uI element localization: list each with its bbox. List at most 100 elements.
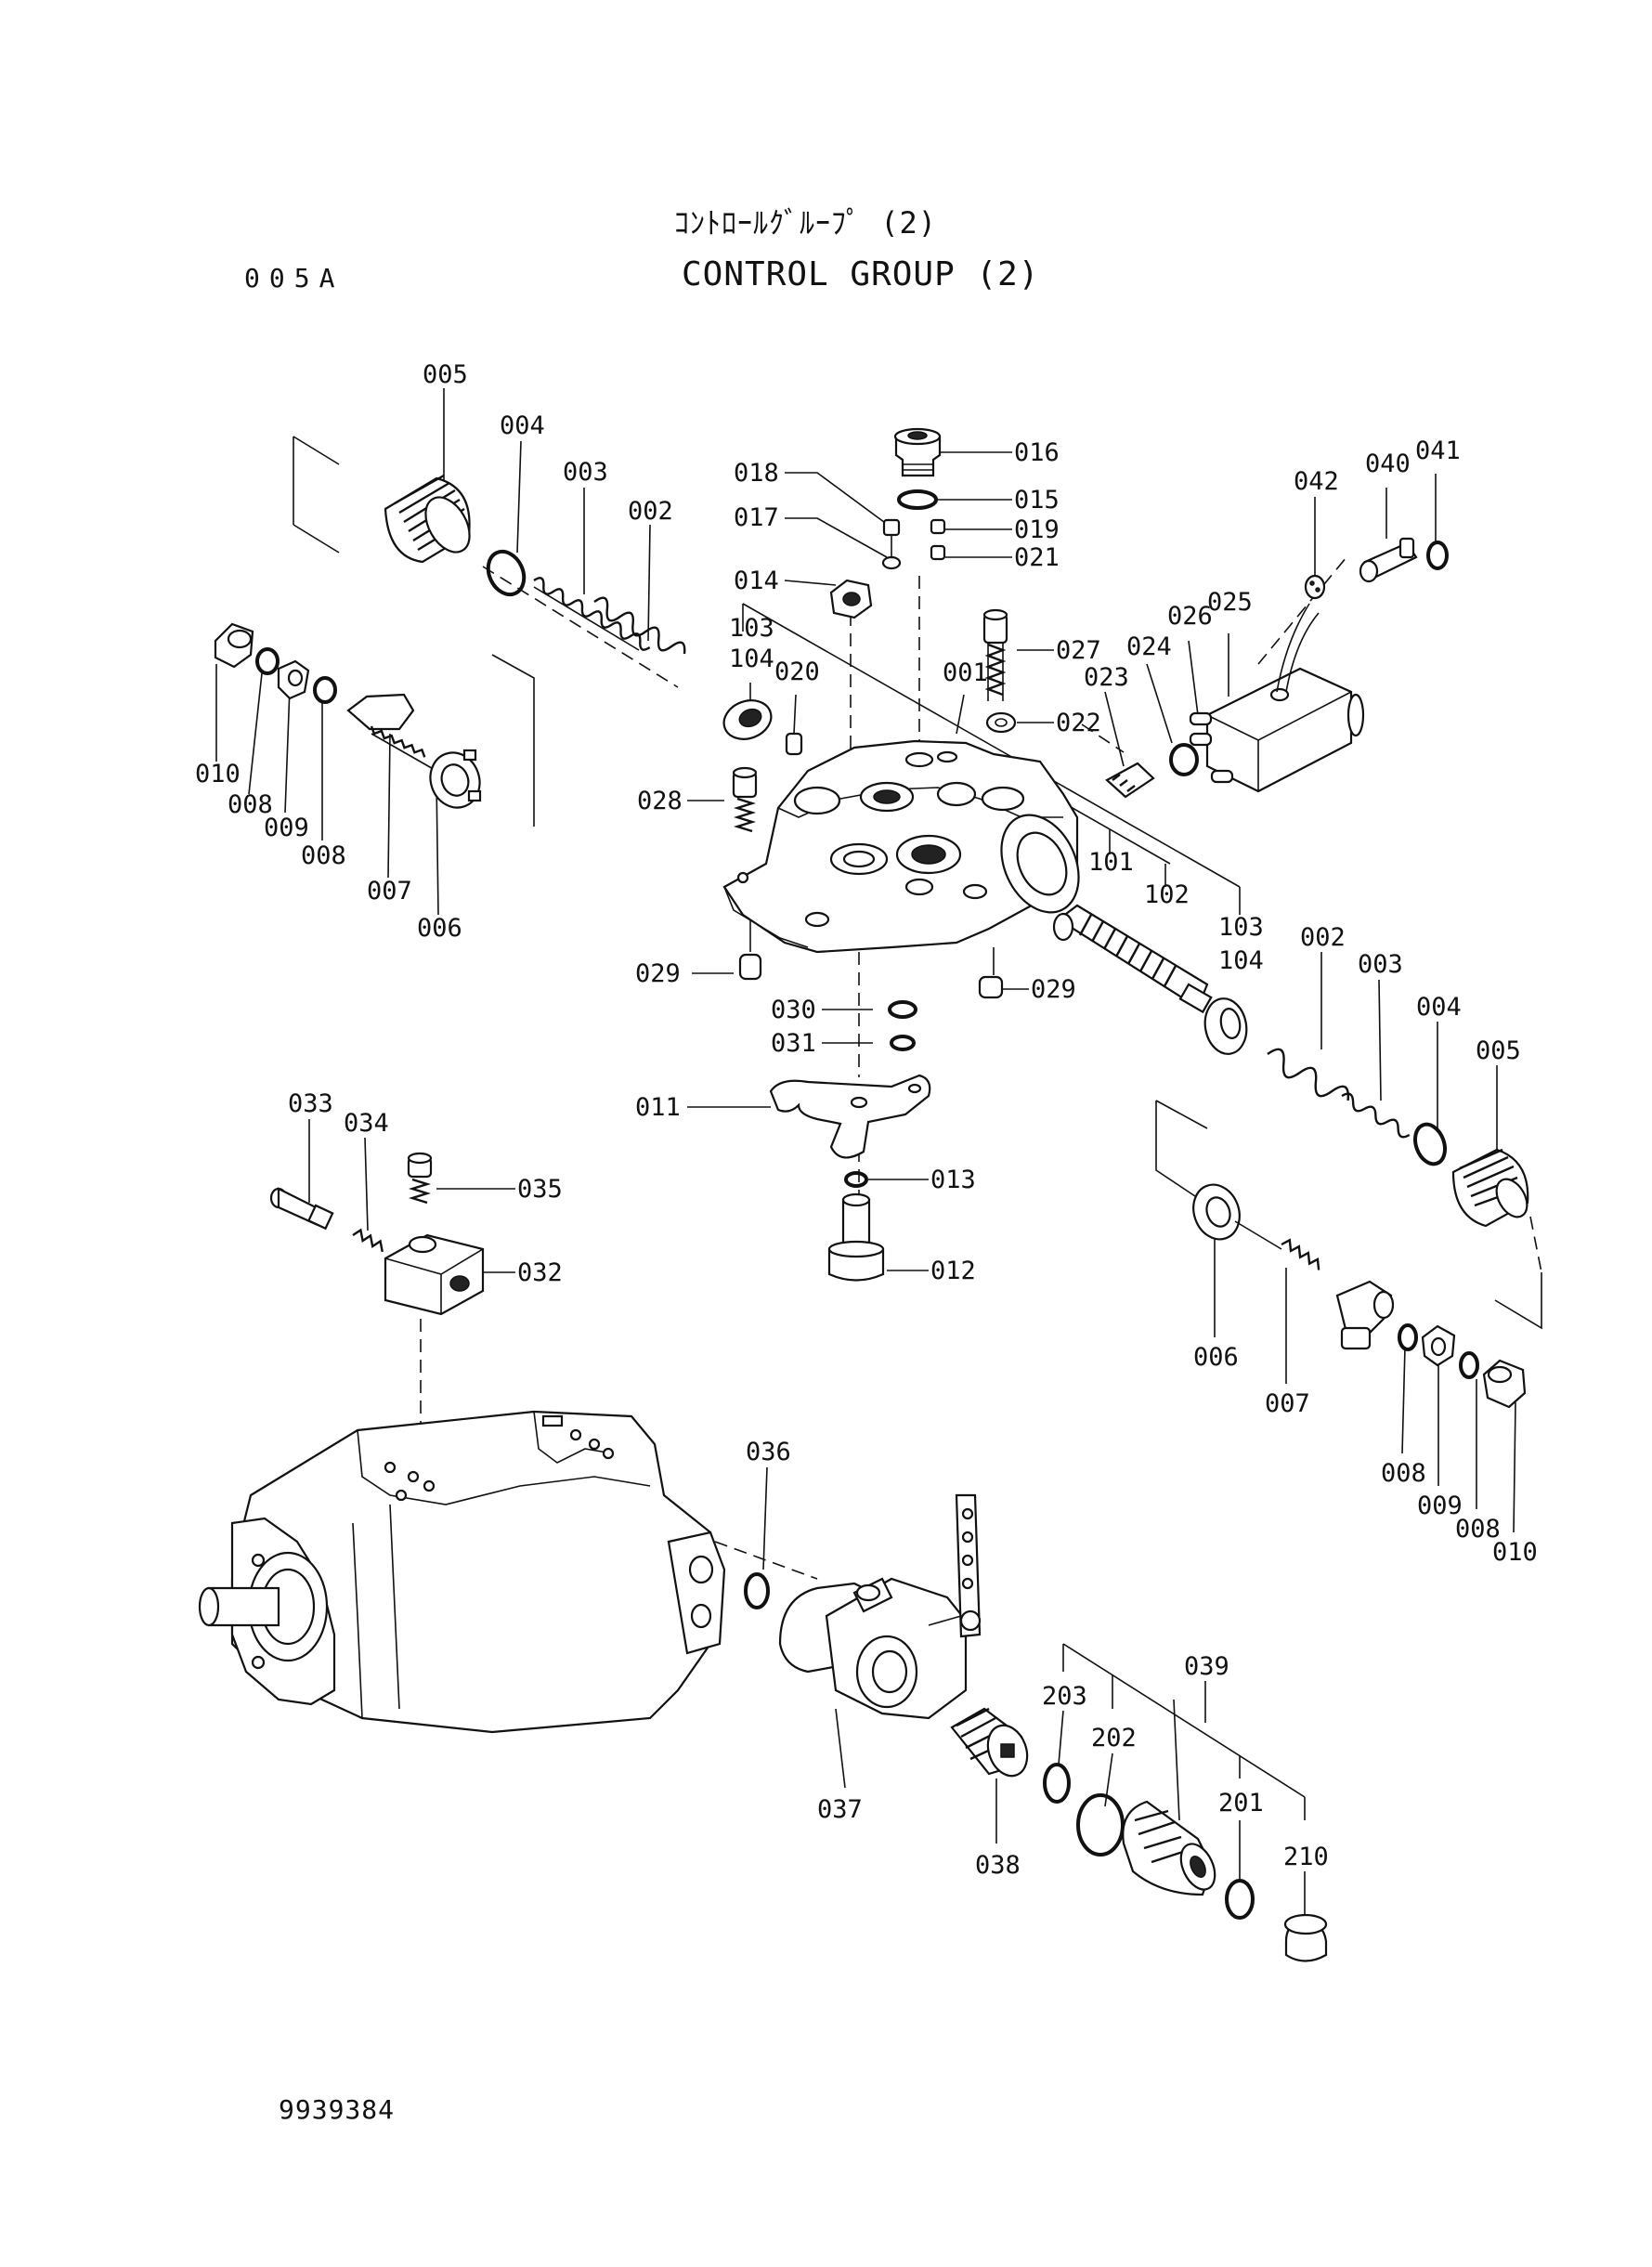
o-ring-008-left-b xyxy=(313,676,337,704)
callout-042: 042 xyxy=(1294,467,1339,496)
callout-102: 102 xyxy=(1144,880,1190,909)
pump-housing xyxy=(198,1410,726,1734)
washer-022 xyxy=(985,711,1017,734)
callout-011: 011 xyxy=(635,1093,681,1122)
pin-020 xyxy=(785,732,803,756)
callout-008-right-a: 008 xyxy=(1381,1459,1426,1488)
callout-021: 021 xyxy=(1014,543,1060,572)
spring-003-right xyxy=(1341,1092,1411,1139)
o-ring-004-right xyxy=(1413,1122,1447,1166)
callout-103-top: 103 xyxy=(729,614,774,643)
socket-bolt-027 xyxy=(982,608,1008,701)
callout-035: 035 xyxy=(517,1175,563,1204)
o-ring-024 xyxy=(1169,743,1199,776)
callout-004-right: 004 xyxy=(1416,993,1462,1022)
body-001 xyxy=(722,739,1080,954)
callout-012: 012 xyxy=(930,1257,976,1285)
callout-006-right: 006 xyxy=(1193,1343,1239,1372)
washer-103-104-right xyxy=(1203,997,1248,1055)
drawing-number: 9939384 xyxy=(279,2094,396,2125)
regulator-037 xyxy=(778,1493,982,1720)
washer-017 xyxy=(881,555,902,570)
callout-104-top: 104 xyxy=(729,645,774,673)
plug-005-right xyxy=(1451,1148,1529,1228)
plate-011 xyxy=(769,1074,931,1159)
callout-004-top: 004 xyxy=(500,411,545,440)
cap-nut-010-right xyxy=(1482,1359,1527,1409)
callout-023: 023 xyxy=(1084,663,1129,692)
callout-030: 030 xyxy=(771,996,816,1024)
callout-104-right: 104 xyxy=(1218,946,1264,975)
assembly-axis-lines xyxy=(293,436,1542,1580)
callout-013: 013 xyxy=(930,1166,976,1194)
bolt-035 xyxy=(407,1152,433,1205)
callout-201: 201 xyxy=(1218,1789,1264,1818)
callout-009-right: 009 xyxy=(1417,1492,1463,1520)
callout-027: 027 xyxy=(1056,636,1101,665)
callout-022: 022 xyxy=(1056,709,1101,737)
callout-018: 018 xyxy=(734,459,779,488)
callout-037: 037 xyxy=(817,1795,863,1824)
o-ring-203 xyxy=(1043,1763,1071,1804)
spring-002-top xyxy=(593,596,686,655)
solenoid-025 xyxy=(1205,603,1365,793)
o-ring-008-left-a xyxy=(255,647,280,675)
callout-017: 017 xyxy=(734,503,779,532)
shoulder-bolt-012 xyxy=(827,1192,885,1282)
callout-015: 015 xyxy=(1014,486,1060,515)
callout-003-right: 003 xyxy=(1358,950,1403,979)
callout-019: 019 xyxy=(1014,515,1060,544)
callout-006-left: 006 xyxy=(417,914,462,943)
callout-031: 031 xyxy=(771,1029,816,1058)
screw-018 xyxy=(882,518,901,557)
plug-021 xyxy=(930,544,946,561)
o-ring-015 xyxy=(897,489,938,510)
callout-008-right-b: 008 xyxy=(1455,1515,1501,1544)
callout-038: 038 xyxy=(975,1851,1021,1880)
spring-002-right xyxy=(1267,1048,1350,1101)
callout-016: 016 xyxy=(1014,438,1060,467)
callout-041: 041 xyxy=(1415,436,1461,465)
callout-203: 203 xyxy=(1042,1682,1087,1711)
o-ring-036 xyxy=(744,1572,770,1609)
adapter-023 xyxy=(1105,762,1155,799)
o-ring-041 xyxy=(1426,541,1449,570)
callout-032: 032 xyxy=(517,1258,563,1287)
washer-103-104-top xyxy=(722,699,773,740)
o-ring-030 xyxy=(888,1000,917,1019)
nut-009-right xyxy=(1421,1324,1456,1367)
pins-026 xyxy=(1189,711,1234,784)
callout-008-left-b: 008 xyxy=(301,841,346,870)
callout-210: 210 xyxy=(1283,1843,1329,1871)
o-ring-008-right-b xyxy=(1459,1351,1479,1379)
callout-101: 101 xyxy=(1088,848,1134,877)
callout-005-right: 005 xyxy=(1476,1036,1521,1065)
callout-103-right: 103 xyxy=(1218,913,1264,942)
plug-019 xyxy=(930,518,946,535)
callout-029-left: 029 xyxy=(635,959,681,988)
cap-nut-010-left xyxy=(214,622,254,669)
adjust-screw-007-left xyxy=(346,693,437,772)
callout-010-left: 010 xyxy=(195,760,241,788)
callout-033: 033 xyxy=(288,1089,333,1118)
plug-042 xyxy=(1304,574,1326,600)
title-japanese: ｺﾝﾄﾛｰﾙｸﾞﾙｰﾌﾟ (2) xyxy=(674,205,938,241)
callout-007-left: 007 xyxy=(367,877,412,905)
plug-016 xyxy=(893,427,942,477)
o-ring-004-top xyxy=(486,549,527,597)
callout-029-right: 029 xyxy=(1031,975,1076,1004)
o-ring-013 xyxy=(844,1171,868,1188)
nut-009-left xyxy=(277,659,310,700)
callout-040: 040 xyxy=(1365,449,1411,478)
o-ring-008-right-a xyxy=(1398,1323,1418,1351)
block-032 xyxy=(384,1233,485,1316)
leader-lines xyxy=(215,388,1516,1922)
o-ring-202 xyxy=(1076,1793,1125,1857)
callout-014: 014 xyxy=(734,567,779,595)
callout-002-top: 002 xyxy=(628,497,673,526)
callout-010-right: 010 xyxy=(1492,1538,1538,1567)
pin-029-right xyxy=(978,975,1004,999)
callout-020: 020 xyxy=(774,658,820,686)
plug-038 xyxy=(950,1707,1029,1778)
screw-033 xyxy=(269,1187,334,1231)
